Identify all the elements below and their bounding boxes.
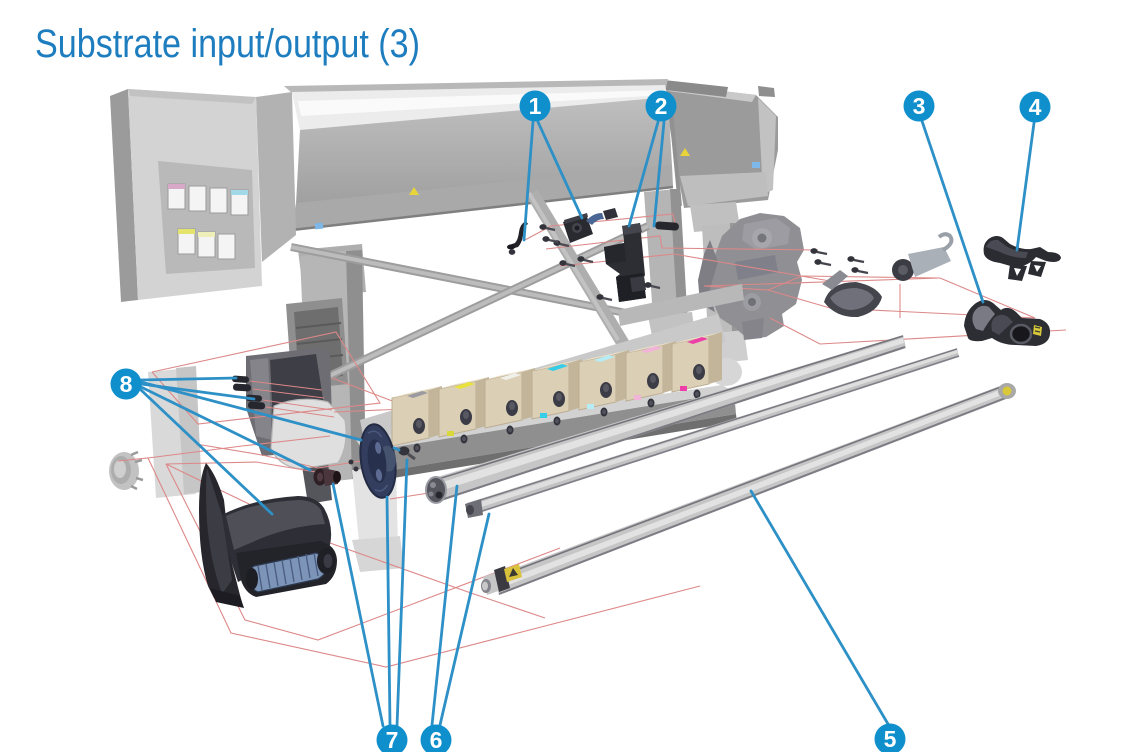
svg-text:3: 3 <box>913 93 926 119</box>
svg-text:Substrate input/output (3): Substrate input/output (3) <box>35 22 420 66</box>
svg-text:6: 6 <box>430 727 443 752</box>
svg-text:1: 1 <box>529 93 542 119</box>
svg-text:4: 4 <box>1029 94 1042 120</box>
svg-text:2: 2 <box>655 93 668 119</box>
svg-text:8: 8 <box>120 371 133 397</box>
svg-text:7: 7 <box>386 727 399 752</box>
svg-text:5: 5 <box>884 726 897 752</box>
